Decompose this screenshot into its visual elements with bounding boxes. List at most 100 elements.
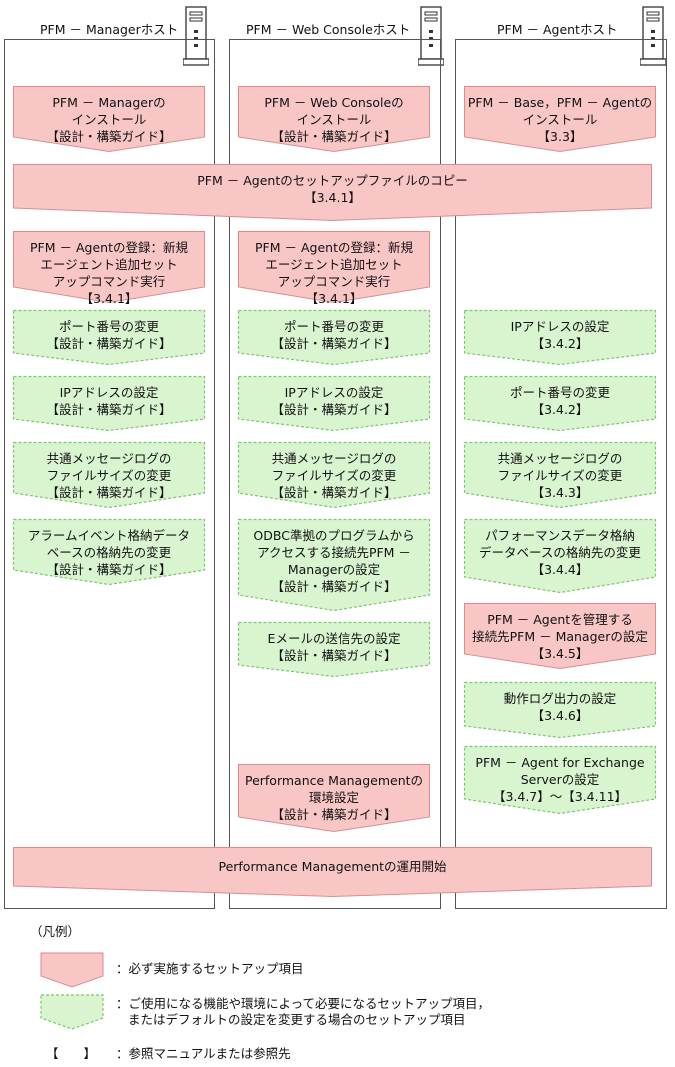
step-text-line: 【3.4.2】 — [531, 336, 589, 351]
step-text-line: Serverの設定 — [520, 772, 600, 787]
step-text: 共通メッセージログのファイルサイズの変更【3.4.3】 — [498, 442, 623, 501]
step-text: Performance Managementの運用開始 — [218, 847, 446, 875]
step-text-line: 共通メッセージログの — [46, 451, 172, 466]
step-text: PFM － Base，PFM － Agentのインストール【3.3】 — [468, 86, 652, 145]
step-text: 動作ログ出力の設定【3.4.6】 — [504, 682, 617, 724]
step-text-line: 【設計・構築ガイド】 — [46, 402, 172, 417]
step-text-line: 【設計・構築ガイド】 — [271, 129, 397, 144]
server-icon — [418, 6, 444, 66]
step-text-line: ファイルサイズの変更 — [46, 468, 172, 483]
step-text-line: パフォーマンスデータ格納 — [485, 528, 635, 543]
legend-optional-text-2: またはデフォルトの設定を変更する場合のセットアップ項目 — [128, 1012, 466, 1027]
step-text-line: アップコマンド実行 — [52, 274, 166, 289]
step-text: PFM － Agentの登録：新規エージェント追加セットアップコマンド実行【3.… — [30, 231, 188, 307]
legend-required-swatch — [40, 952, 104, 988]
step-text-line: 共通メッセージログの — [271, 451, 397, 466]
step-webconsole-install: PFM － Web Consoleのインストール【設計・構築ガイド】 — [238, 86, 430, 153]
step-text-line: IPアドレスの設定 — [59, 385, 159, 400]
step-shape — [464, 603, 656, 670]
step-agent-perf-db: パフォーマンスデータ格納データベースの格納先の変更【3.4.4】 — [463, 518, 657, 594]
step-copy-setup-files: PFM － Agentのセットアップファイルのコピー【3.4.1】 — [13, 164, 652, 222]
step-shape — [463, 375, 657, 432]
step-text-line: PFM － Agentのセットアップファイルのコピー — [197, 173, 468, 188]
step-text: Performance Managementの環境設定【設計・構築ガイド】 — [245, 764, 423, 823]
step-agent-ip: IPアドレスの設定【3.4.2】 — [463, 309, 657, 366]
step-text-line: 接続先PFM － Managerの設定 — [472, 629, 648, 644]
step-manager-ip: IPアドレスの設定【設計・構築ガイド】 — [12, 375, 206, 432]
server-icon — [640, 6, 666, 66]
column-frame-agent — [455, 39, 667, 909]
step-text-line: 【3.4.3】 — [531, 485, 589, 500]
step-shape — [238, 86, 430, 153]
step-text: PFM － Agentを管理する接続先PFM － Managerの設定【3.4.… — [472, 603, 648, 662]
step-manager-agent-register: PFM － Agentの登録：新規エージェント追加セットアップコマンド実行【3.… — [13, 231, 205, 306]
step-agent-install: PFM － Base，PFM － Agentのインストール【3.3】 — [464, 86, 656, 153]
step-text-line: ファイルサイズの変更 — [271, 468, 397, 483]
step-text-line: PFM － Agentを管理する — [487, 612, 633, 627]
step-text-line: ポート番号の変更 — [283, 319, 384, 334]
step-shape — [13, 847, 652, 898]
step-webconsole-env: Performance Managementの環境設定【設計・構築ガイド】 — [238, 764, 430, 833]
step-manager-install: PFM － Managerのインストール【設計・構築ガイド】 — [13, 86, 205, 153]
step-text-line: Performance Managementの運用開始 — [218, 859, 447, 874]
step-webconsole-port: ポート番号の変更【設計・構築ガイド】 — [237, 309, 431, 366]
step-webconsole-email: Eメールの送信先の設定【設計・構築ガイド】 — [237, 621, 431, 678]
legend-required-text: ：必ず実施するセットアップ項目 — [116, 961, 304, 976]
step-text-line: ベースの格納先の変更 — [46, 545, 172, 560]
step-text-line: 【3.4.4】 — [531, 562, 589, 577]
step-shape — [237, 518, 431, 612]
step-text-line: 【設計・構築ガイド】 — [46, 562, 172, 577]
step-agent-action-log: 動作ログ出力の設定【3.4.6】 — [463, 681, 657, 739]
step-webconsole-odbc: ODBC準拠のプログラムからアクセスする接続先PFM －Managerの設定【設… — [237, 518, 431, 612]
step-text-line: ポート番号の変更 — [509, 385, 610, 400]
step-text-line: Managerの設定 — [287, 562, 381, 577]
legend-title: （凡例） — [30, 924, 81, 939]
legend-reference-text: ：参照マニュアルまたは参照先 — [116, 1046, 291, 1061]
step-text-line: 【設計・構築ガイド】 — [271, 485, 397, 500]
step-manager-alarm-db: アラームイベント格納データベースの格納先の変更【設計・構築ガイド】 — [12, 518, 206, 586]
step-text: IPアドレスの設定【3.4.2】 — [511, 310, 610, 352]
step-shape — [237, 441, 431, 509]
step-shape — [13, 164, 652, 222]
step-text-line: 【設計・構築ガイド】 — [46, 129, 172, 144]
step-shape — [12, 375, 206, 432]
step-text-line: ODBC準拠のプログラムから — [253, 528, 415, 543]
step-shape — [237, 309, 431, 366]
step-text: ポート番号の変更【設計・構築ガイド】 — [271, 310, 396, 352]
step-agent-port: ポート番号の変更【3.4.2】 — [463, 375, 657, 432]
step-text-line: Performance Managementの — [244, 773, 424, 788]
step-text-line: 環境設定 — [308, 790, 359, 805]
step-text-line: インストール — [71, 112, 147, 127]
step-text-line: 【3.4.1】 — [305, 291, 363, 306]
step-shape — [12, 309, 206, 366]
step-shape — [12, 441, 206, 509]
step-start-operation: Performance Managementの運用開始 — [13, 847, 652, 898]
step-text-line: PFM － Agent for Exchange — [475, 755, 645, 770]
column-frame-web-console — [229, 39, 441, 909]
step-agent-manager-connection: PFM － Agentを管理する接続先PFM － Managerの設定【3.4.… — [464, 603, 656, 670]
server-icon — [183, 6, 209, 66]
step-text-line: 【設計・構築ガイド】 — [271, 336, 397, 351]
step-text: パフォーマンスデータ格納データベースの格納先の変更【3.4.4】 — [479, 519, 641, 578]
step-shape — [238, 231, 430, 304]
step-text: アラームイベント格納データベースの格納先の変更【設計・構築ガイド】 — [28, 519, 190, 578]
step-text-line: IPアドレスの設定 — [284, 385, 384, 400]
step-text-line: ファイルサイズの変更 — [497, 468, 623, 483]
step-manager-port: ポート番号の変更【設計・構築ガイド】 — [12, 309, 206, 366]
step-text-line: ポート番号の変更 — [58, 319, 159, 334]
step-text-line: データベースの格納先の変更 — [479, 545, 641, 560]
step-shape — [463, 518, 657, 594]
step-text: PFM － Managerのインストール【設計・構築ガイド】 — [46, 86, 171, 145]
step-shape — [464, 86, 656, 153]
step-text-line: 【設計・構築ガイド】 — [46, 336, 172, 351]
step-shape — [463, 681, 657, 739]
step-text-line: Eメールの送信先の設定 — [267, 631, 401, 646]
step-text-line: 【3.4.7】～【3.4.11】 — [492, 789, 628, 804]
step-text-line: 【設計・構築ガイド】 — [271, 648, 397, 663]
step-text-line: PFM － Web Consoleの — [264, 95, 404, 110]
step-text: IPアドレスの設定【設計・構築ガイド】 — [46, 376, 171, 418]
step-text-line: IPアドレスの設定 — [510, 319, 610, 334]
step-text: ポート番号の変更【3.4.2】 — [510, 376, 610, 418]
step-text-line: PFM － Base，PFM － Agentの — [467, 95, 653, 110]
